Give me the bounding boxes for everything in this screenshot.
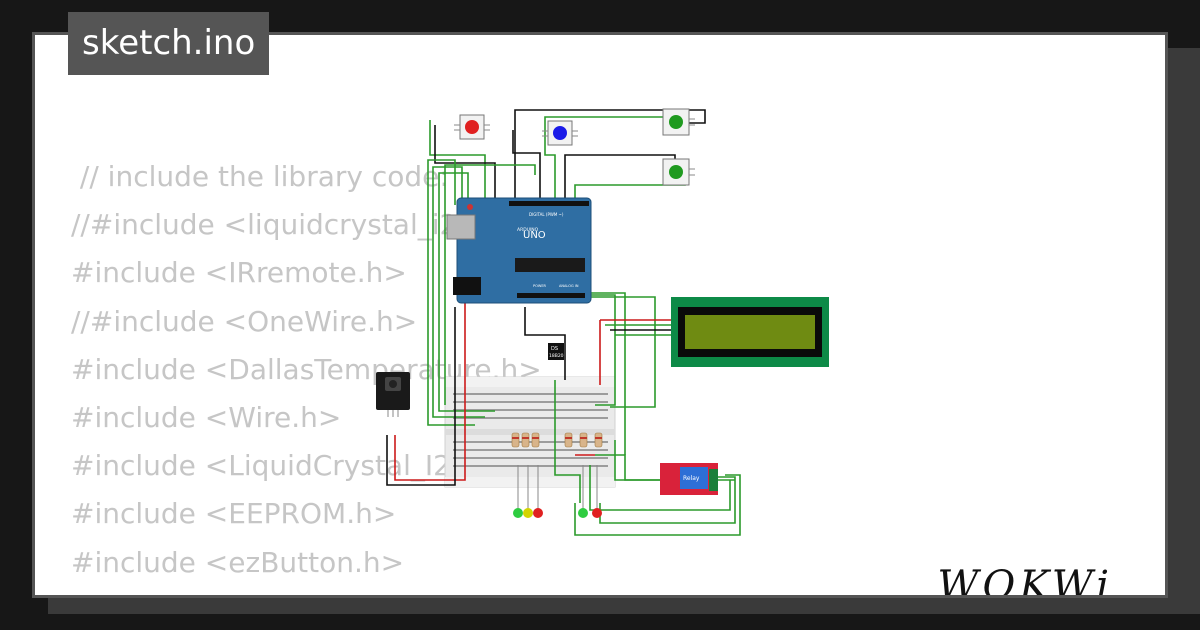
code-line: #include <EEPROM.h> <box>71 497 397 531</box>
led-leads <box>517 465 598 509</box>
board-analog-label: ANALOG IN <box>559 284 579 288</box>
ir-receiver[interactable] <box>376 372 410 417</box>
button-red[interactable] <box>454 114 490 140</box>
board-name: UNO <box>523 230 546 241</box>
sensor-label-2: 18B20 <box>549 353 564 359</box>
led-green-2 <box>578 508 588 518</box>
led-red-2 <box>592 508 602 518</box>
file-tab[interactable]: sketch.ino <box>68 12 270 75</box>
leds <box>513 508 602 518</box>
code-line: #include <IRremote.h> <box>71 256 407 290</box>
button-blue[interactable] <box>542 120 578 146</box>
breadboard <box>444 376 616 488</box>
code-line: #include <ezButton.h> <box>71 545 405 579</box>
sensor-label-1: DS <box>551 346 558 352</box>
led-red-1 <box>533 508 543 518</box>
resistors <box>511 432 603 448</box>
circuit-diagram[interactable]: DIGITAL (PWM ~) UNO ARDUINO POWER ANALOG… <box>35 35 1168 598</box>
code-line: //#include <OneWire.h> <box>71 304 418 338</box>
relay-label: Relay <box>683 475 700 482</box>
wokwi-logo: WOKWi <box>937 563 1113 598</box>
board-digital-label: DIGITAL (PWM ~) <box>529 212 564 217</box>
relay-module[interactable]: Relay <box>660 463 718 495</box>
code-line: #include <Wire.h> <box>71 400 342 434</box>
led-green-1 <box>513 508 523 518</box>
lcd-display[interactable] <box>671 297 829 367</box>
button-green-2[interactable] <box>662 158 695 186</box>
temperature-sensor[interactable]: DS 18B20 <box>548 343 564 360</box>
button-green-1[interactable] <box>662 108 695 136</box>
preview-card: // include the library code: //#include <… <box>32 32 1168 598</box>
board-brand: ARDUINO <box>517 227 539 233</box>
led-yellow <box>523 508 533 518</box>
arduino-uno-board[interactable]: DIGITAL (PWM ~) UNO ARDUINO POWER ANALOG… <box>446 197 592 304</box>
code-line: #include <DallasTemperature.h> <box>71 352 542 386</box>
board-power-label: POWER <box>533 284 547 288</box>
code-line: // include the library code: <box>71 160 449 193</box>
push-buttons[interactable] <box>454 108 695 186</box>
